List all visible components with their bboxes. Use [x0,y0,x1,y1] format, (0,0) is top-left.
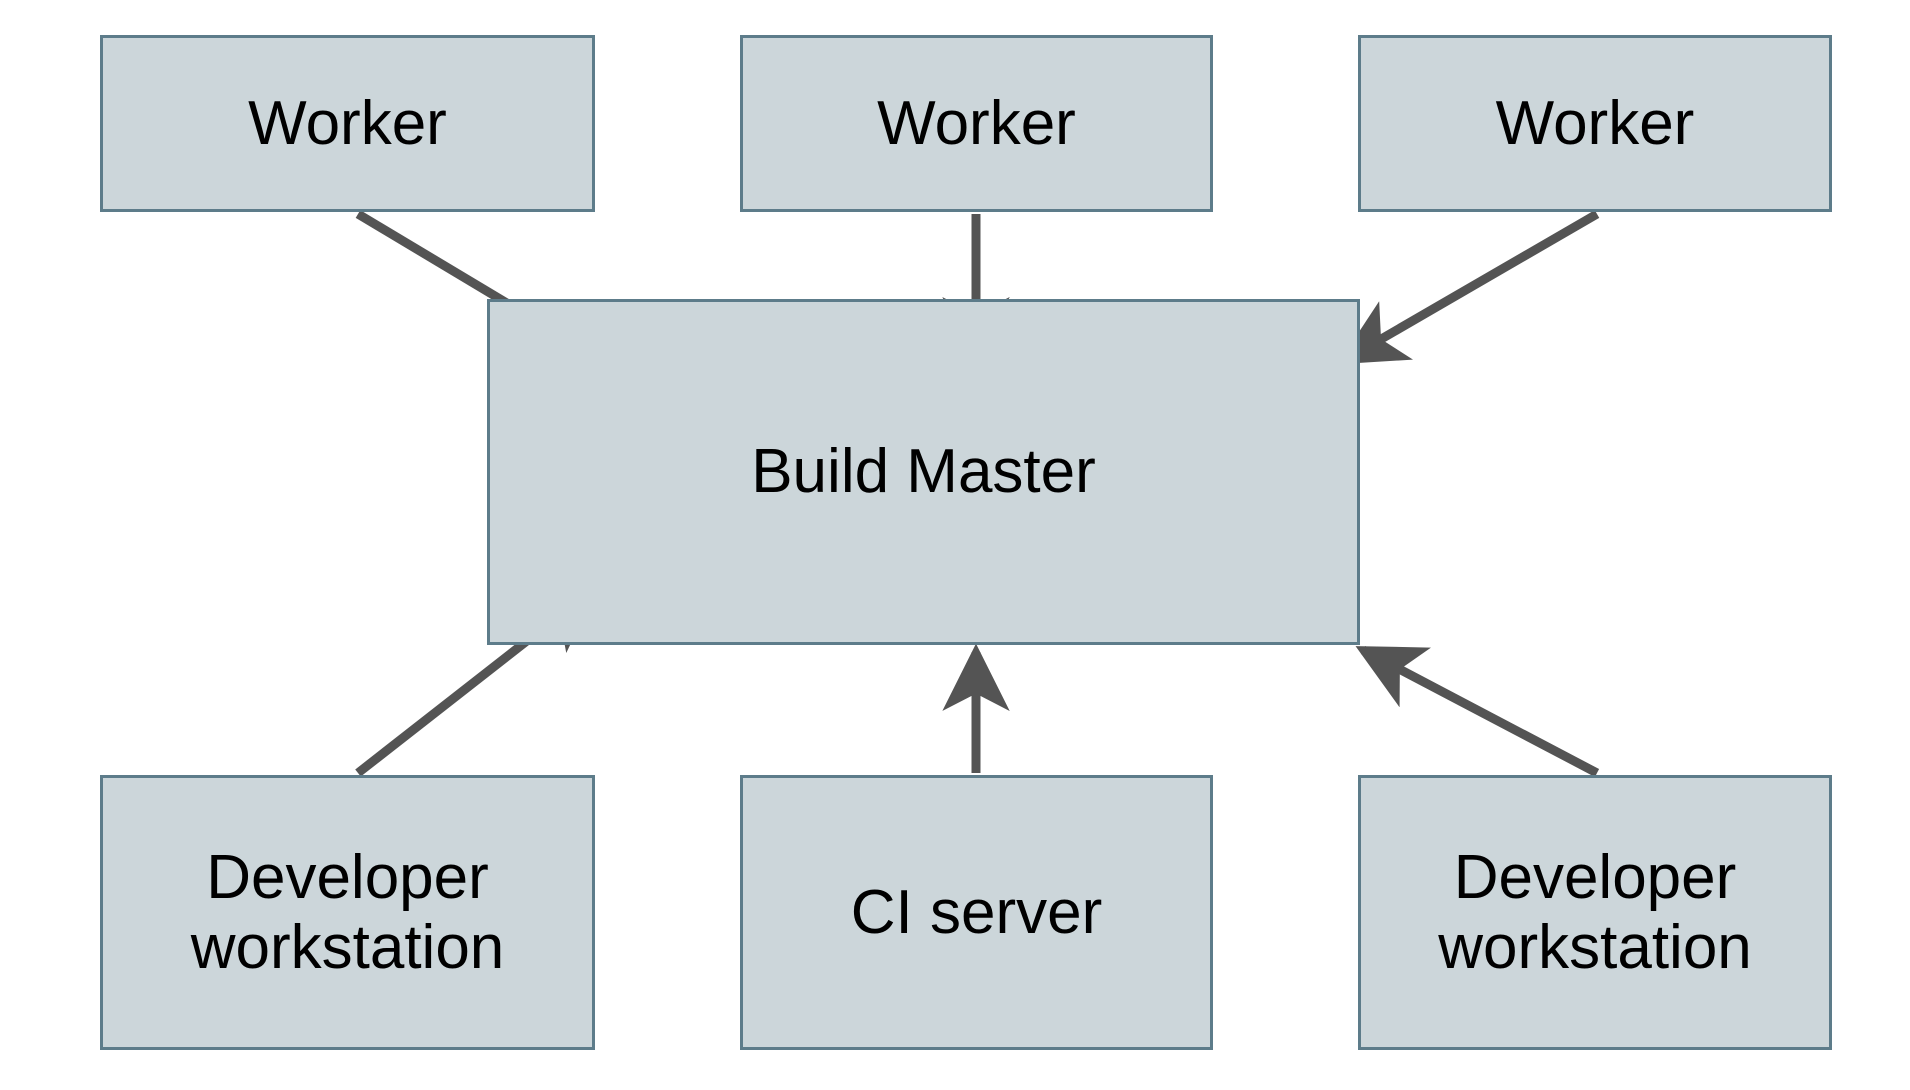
node-worker-center[interactable]: Worker [740,35,1213,212]
node-worker-left-label: Worker [248,88,447,158]
node-worker-right[interactable]: Worker [1358,35,1832,212]
node-ci-server[interactable]: CI server [740,775,1213,1050]
node-worker-center-label: Worker [877,88,1076,158]
node-worker-left[interactable]: Worker [100,35,595,212]
node-developer-workstation-left-label: Developer workstation [190,843,505,982]
node-developer-workstation-right-label: Developer workstation [1438,843,1752,982]
node-developer-workstation-left[interactable]: Developer workstation [100,775,595,1050]
node-developer-workstation-right[interactable]: Developer workstation [1358,775,1832,1050]
node-build-master[interactable]: Build Master [487,299,1360,645]
node-worker-right-label: Worker [1495,88,1695,158]
node-build-master-label: Build Master [751,437,1096,507]
edge-worker-right-to-master [1337,210,1600,365]
node-ci-server-label: CI server [850,877,1103,947]
edge-dev-right-to-master [1355,646,1600,777]
